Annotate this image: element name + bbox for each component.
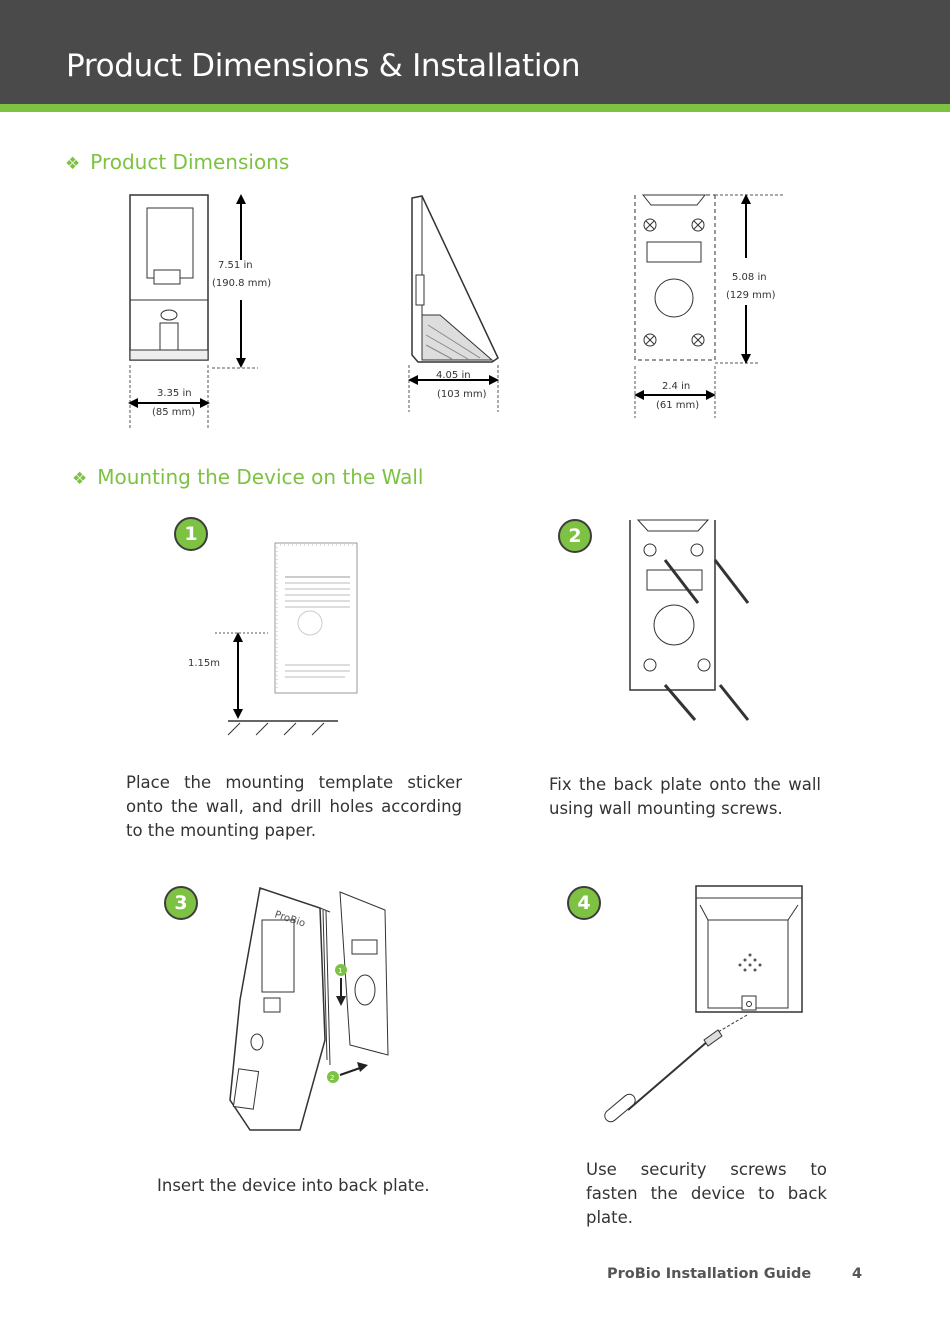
step-1-caption: Place the mounting template sticker onto… — [126, 773, 462, 840]
footer-page-number: 4 — [852, 1266, 863, 1282]
step-3-badge: 3 — [164, 886, 198, 920]
back-plate-drawing: 5.08 in (129 mm) 2.4 in (61 mm) — [634, 194, 785, 418]
side-view-drawing: 4.05 in (103 mm) — [408, 195, 499, 412]
front-width-in-label: 3.35 in — [157, 388, 192, 399]
step-3-insert-drawing: ProBio 1 2 — [229, 887, 389, 1131]
front-view-drawing: 7.51 in (190.8 mm) 3.35 in (85 mm) — [128, 194, 271, 430]
header-accent-stripe — [0, 104, 950, 112]
front-width-mm-label: (85 mm) — [152, 407, 195, 418]
section-title-product-dimensions: ❖ Product Dimensions — [65, 150, 289, 174]
step-4-screw-drawing — [604, 885, 803, 1123]
step-3-arrow-1-label: 1 — [338, 967, 342, 975]
step-3-caption: Insert the device into back plate. — [157, 1176, 430, 1195]
plate-width-mm-label: (61 mm) — [656, 400, 699, 411]
front-height-in-label: 7.51 in — [218, 260, 253, 271]
plate-height-in-label: 5.08 in — [732, 272, 767, 283]
section-title-label: Product Dimensions — [90, 150, 290, 174]
step-2-caption: Fix the back plate onto the wall using w… — [549, 775, 821, 818]
step-1-badge: 1 — [174, 517, 208, 551]
footer-guide-title: ProBio Installation Guide — [607, 1266, 812, 1282]
plate-height-mm-label: (129 mm) — [726, 290, 776, 301]
plate-width-in-label: 2.4 in — [662, 381, 690, 392]
side-depth-in-label: 4.05 in — [436, 370, 471, 381]
page-header — [0, 0, 950, 104]
section-title-label: Mounting the Device on the Wall — [97, 465, 424, 489]
step-4-caption: Use security screws to fasten the device… — [586, 1160, 827, 1227]
section-title-mounting: ❖ Mounting the Device on the Wall — [72, 465, 423, 489]
step-1-height-label: 1.15m — [188, 658, 220, 669]
side-depth-mm-label: (103 mm) — [437, 389, 487, 400]
diamond-bullet-icon: ❖ — [72, 469, 88, 489]
page-title: Product Dimensions & Installation — [66, 48, 581, 84]
step-2-badge: 2 — [558, 519, 592, 553]
step-2-backplate-drawing — [629, 519, 750, 721]
front-height-mm-label: (190.8 mm) — [212, 278, 271, 289]
step-4-badge: 4 — [567, 886, 601, 920]
step-3-arrow-2-label: 2 — [330, 1074, 334, 1082]
diamond-bullet-icon: ❖ — [65, 154, 81, 174]
step-1-template-drawing: 1.15m — [188, 542, 358, 736]
